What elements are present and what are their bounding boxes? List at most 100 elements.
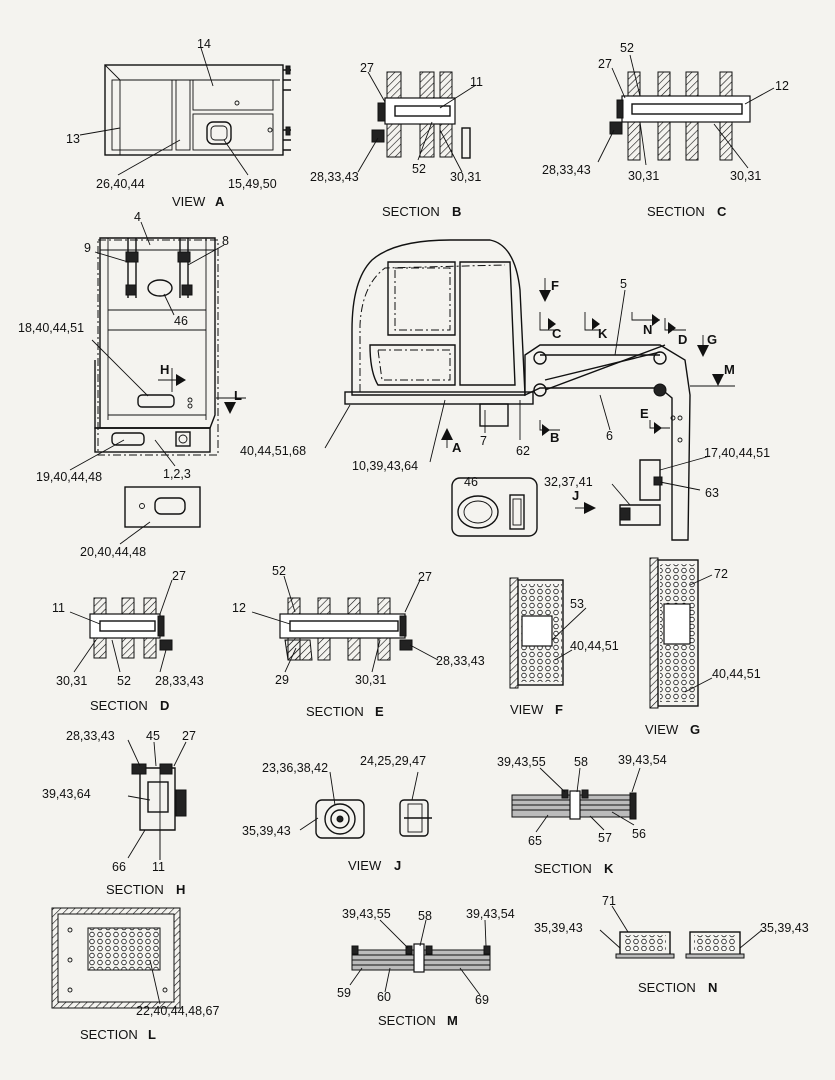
label-27-h: 27 bbox=[182, 729, 196, 743]
label-39-43-54-m: 39,43,54 bbox=[466, 907, 515, 921]
section-d-letter: D bbox=[160, 698, 169, 713]
marker-n: N bbox=[643, 322, 652, 337]
label-14: 14 bbox=[197, 37, 211, 51]
view-f-caption: VIEW bbox=[510, 702, 544, 717]
label-1-2-3: 1,2,3 bbox=[163, 467, 191, 481]
view-a: 14 13 26,40,44 15,49,50 VIEW A bbox=[66, 37, 291, 209]
label-27-d: 27 bbox=[172, 569, 186, 583]
label-26-40-44: 26,40,44 bbox=[96, 177, 145, 191]
label-39-43-64: 39,43,64 bbox=[42, 787, 91, 801]
label-39-43-55-m: 39,43,55 bbox=[342, 907, 391, 921]
label-69: 69 bbox=[475, 993, 489, 1007]
label-23-36-38-42: 23,36,38,42 bbox=[262, 761, 328, 775]
label-27-c: 27 bbox=[598, 57, 612, 71]
label-28-33-43-d: 28,33,43 bbox=[155, 674, 204, 688]
label-52-d: 52 bbox=[117, 674, 131, 688]
view-f-letter: F bbox=[555, 702, 563, 717]
section-b-letter: B bbox=[452, 204, 461, 219]
section-e-caption: SECTION bbox=[306, 704, 364, 719]
label-45: 45 bbox=[146, 729, 160, 743]
section-b-caption: SECTION bbox=[382, 204, 440, 219]
view-a-letter: A bbox=[215, 194, 225, 209]
label-39-43-54-k: 39,43,54 bbox=[618, 753, 667, 767]
label-58-k: 58 bbox=[574, 755, 588, 769]
label-65: 65 bbox=[528, 834, 542, 848]
label-35-39-43-n2: 35,39,43 bbox=[760, 921, 809, 935]
label-46-detail: 46 bbox=[464, 475, 478, 489]
view-g: 72 40,44,51 VIEW G bbox=[645, 557, 761, 737]
section-h-caption: SECTION bbox=[106, 882, 164, 897]
section-e: 52 27 12 29 30,31 28,33,43 SECTION E bbox=[232, 564, 485, 719]
view-g-letter: G bbox=[690, 722, 700, 737]
label-7: 7 bbox=[480, 434, 487, 448]
label-52: 52 bbox=[412, 162, 426, 176]
view-j-caption: VIEW bbox=[348, 858, 382, 873]
view-j-letter: J bbox=[394, 858, 401, 873]
marker-d: D bbox=[678, 332, 687, 347]
marker-c: C bbox=[552, 326, 562, 341]
machine-view: 5 6 7 62 40,44,51,68 10,39,43,64 17,40,4… bbox=[240, 239, 770, 541]
section-n: 71 35,39,43 35,39,43 SECTION N bbox=[534, 894, 809, 995]
section-l-letter: L bbox=[148, 1027, 156, 1042]
label-35-39-43-n1: 35,39,43 bbox=[534, 921, 583, 935]
section-h-letter: H bbox=[176, 882, 185, 897]
label-28-33-43-c: 28,33,43 bbox=[542, 163, 591, 177]
label-62: 62 bbox=[516, 444, 530, 458]
section-n-letter: N bbox=[708, 980, 717, 995]
label-8: 8 bbox=[222, 234, 229, 248]
label-19-40-44-48: 19,40,44,48 bbox=[36, 470, 102, 484]
label-63: 63 bbox=[705, 486, 719, 500]
marker-a: A bbox=[452, 440, 462, 455]
label-27: 27 bbox=[360, 61, 374, 75]
label-13: 13 bbox=[66, 132, 80, 146]
section-l-caption: SECTION bbox=[80, 1027, 138, 1042]
label-40-44-51-g: 40,44,51 bbox=[712, 667, 761, 681]
section-m: 39,43,55 58 39,43,54 59 60 69 SECTION M bbox=[337, 907, 515, 1028]
view-j: 23,36,38,42 24,25,29,47 35,39,43 VIEW J bbox=[242, 754, 432, 873]
label-57: 57 bbox=[598, 831, 612, 845]
marker-b: B bbox=[550, 430, 559, 445]
label-66: 66 bbox=[112, 860, 126, 874]
marker-k: K bbox=[598, 326, 608, 341]
label-28-33-43-h: 28,33,43 bbox=[66, 729, 115, 743]
marker-g: G bbox=[707, 332, 717, 347]
label-6: 6 bbox=[606, 429, 613, 443]
section-c-letter: C bbox=[717, 204, 727, 219]
section-b: 27 11 28,33,43 52 30,31 SECTION B bbox=[310, 61, 483, 219]
section-n-caption: SECTION bbox=[638, 980, 696, 995]
label-35-39-43-j: 35,39,43 bbox=[242, 824, 291, 838]
label-60: 60 bbox=[377, 990, 391, 1004]
section-l: 22,40,44,48,67 SECTION L bbox=[51, 907, 219, 1042]
label-39-43-55-k: 39,43,55 bbox=[497, 755, 546, 769]
label-29-e: 29 bbox=[275, 673, 289, 687]
label-46: 46 bbox=[174, 314, 188, 328]
section-k-letter: K bbox=[604, 861, 614, 876]
label-9: 9 bbox=[84, 241, 91, 255]
section-d: 27 11 30,31 52 28,33,43 SECTION D bbox=[52, 569, 204, 713]
label-28-33-43: 28,33,43 bbox=[310, 170, 359, 184]
section-e-letter: E bbox=[375, 704, 384, 719]
label-52-c: 52 bbox=[620, 41, 634, 55]
label-11-d: 11 bbox=[52, 601, 65, 615]
section-h: 28,33,43 45 27 39,43,64 66 11 SECTION H bbox=[42, 729, 196, 897]
section-c-caption: SECTION bbox=[647, 204, 705, 219]
label-24-25-29-47: 24,25,29,47 bbox=[360, 754, 426, 768]
label-30-31-d: 30,31 bbox=[56, 674, 87, 688]
marker-j: J bbox=[572, 488, 579, 503]
label-40-44-51-f: 40,44,51 bbox=[570, 639, 619, 653]
label-17-40-44-51: 17,40,44,51 bbox=[704, 446, 770, 460]
section-m-letter: M bbox=[447, 1013, 458, 1028]
label-56: 56 bbox=[632, 827, 646, 841]
label-30-31: 30,31 bbox=[450, 170, 481, 184]
view-g-caption: VIEW bbox=[645, 722, 679, 737]
marker-f: F bbox=[551, 278, 559, 293]
label-12-e: 12 bbox=[232, 601, 246, 615]
label-32-37-41: 32,37,41 bbox=[544, 475, 593, 489]
section-c: 52 27 12 28,33,43 30,31 30,31 SECTION C bbox=[542, 41, 789, 219]
label-53: 53 bbox=[570, 597, 584, 611]
label-11-h: 11 bbox=[152, 860, 165, 874]
section-d-caption: SECTION bbox=[90, 698, 148, 713]
view-a-caption: VIEW bbox=[172, 194, 206, 209]
